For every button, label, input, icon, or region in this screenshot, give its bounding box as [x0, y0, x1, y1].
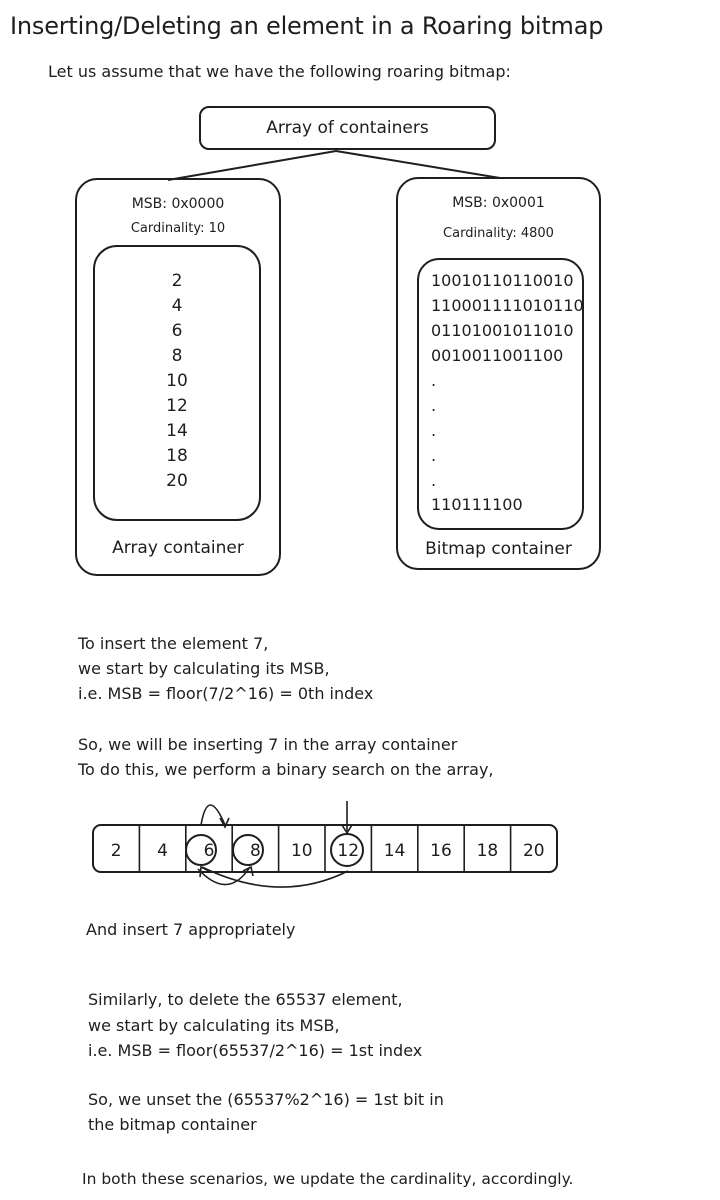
probe-circle-6 [185, 834, 217, 866]
array-value: 10 [166, 371, 188, 391]
array-cell-value: 16 [430, 841, 452, 861]
ellipsis-dot: . [431, 471, 437, 490]
ellipsis-dot: . [431, 396, 437, 415]
delete-line-3: i.e. MSB = floor(65537/2^16) = 1st index [88, 1041, 423, 1060]
insert-line-1: To insert the element 7, [78, 634, 269, 653]
ellipsis-dot: . [431, 446, 437, 465]
ellipsis-dot: . [431, 421, 437, 440]
delete-line-2: we start by calculating its MSB, [88, 1016, 340, 1035]
insert-conclusion: And insert 7 appropriately [86, 920, 296, 939]
array-value: 2 [171, 271, 183, 291]
array-values-box: 2 4 6 8 10 12 14 18 20 [93, 245, 261, 521]
bitmap-cardinality: Cardinality: 4800 [443, 226, 554, 241]
array-cell-value: 12 [337, 841, 359, 861]
delete-line-1: Similarly, to delete the 65537 element, [88, 990, 403, 1009]
array-value: 14 [166, 421, 188, 441]
connector-left [167, 150, 337, 181]
bitmap-container-box: MSB: 0x0001 Cardinality: 4800 1001011011… [396, 177, 601, 570]
ellipsis-dot: . [431, 371, 437, 390]
array-cell-value: 6 [204, 841, 215, 861]
tree-connectors [167, 150, 501, 181]
array-cell-value: 20 [523, 841, 545, 861]
delete-line-4: So, we unset the (65537%2^16) = 1st bit … [88, 1090, 444, 1109]
arrow-6-to-8 [197, 866, 251, 886]
array-cell-value: 10 [291, 841, 313, 861]
array-cell-value: 18 [477, 841, 499, 861]
array-values-list: 2 4 6 8 10 12 14 18 20 [95, 269, 259, 494]
final-conclusion: In both these scenarios, we update the c… [82, 1170, 574, 1188]
array-container-box: MSB: 0x0000 Cardinality: 10 2 4 6 8 10 12 14 18… [75, 178, 281, 576]
bitmap-container-label: Bitmap container [425, 539, 572, 559]
array-container-label: Array container [112, 538, 244, 558]
page-title: Inserting/Deleting an element in a Roari… [10, 12, 604, 40]
bitmap-rows-list: 10010110110010 110001111010110 01101001011… [431, 268, 584, 493]
array-cell-value: 8 [250, 841, 261, 861]
bitmap-row: 01101001011010 [431, 321, 574, 340]
array-msb: MSB: 0x0000 [131, 196, 225, 212]
binary-search-diagram: 2 4 6 8 10 12 14 16 18 20 [92, 801, 558, 888]
bitmap-row: 0010011001100 [431, 346, 564, 365]
insert-line-4: So, we will be inserting 7 in the array … [78, 735, 458, 754]
insert-line-2: we start by calculating its MSB, [78, 659, 330, 678]
probe-circle-8 [232, 834, 264, 866]
array-value: 6 [171, 321, 183, 341]
array-value: 8 [171, 346, 183, 366]
connector-right [335, 150, 501, 179]
insert-position-arrow [200, 804, 226, 826]
array-value: 18 [166, 446, 188, 466]
delete-line-5: the bitmap container [88, 1115, 257, 1134]
bitmap-values-box: 10010110110010 110001111010110 01101001011… [417, 258, 584, 530]
bitmap-row: 110001111010110 [431, 296, 584, 315]
bitmap-msb: MSB: 0x0001 [452, 195, 545, 211]
array-cell-value: 2 [111, 841, 122, 861]
array-value: 12 [166, 396, 188, 416]
array-cardinality: Cardinality: 10 [130, 221, 226, 236]
array-cell-value: 14 [384, 841, 406, 861]
bitmap-row: 10010110110010 [431, 271, 574, 290]
arrow-12-to-6 [201, 866, 349, 888]
array-of-containers-box: Array of containers [199, 106, 496, 150]
array-value: 20 [166, 471, 188, 491]
intro-text: Let us assume that we have the following… [48, 62, 511, 81]
insert-line-5: To do this, we perform a binary search o… [78, 760, 494, 779]
array-value: 4 [171, 296, 183, 316]
insert-line-3: i.e. MSB = floor(7/2^16) = 0th index [78, 684, 374, 703]
array-of-containers-label: Array of containers [266, 118, 429, 138]
bitmap-last-row: 110111100 [431, 495, 523, 514]
array-cell-value: 4 [157, 841, 168, 861]
